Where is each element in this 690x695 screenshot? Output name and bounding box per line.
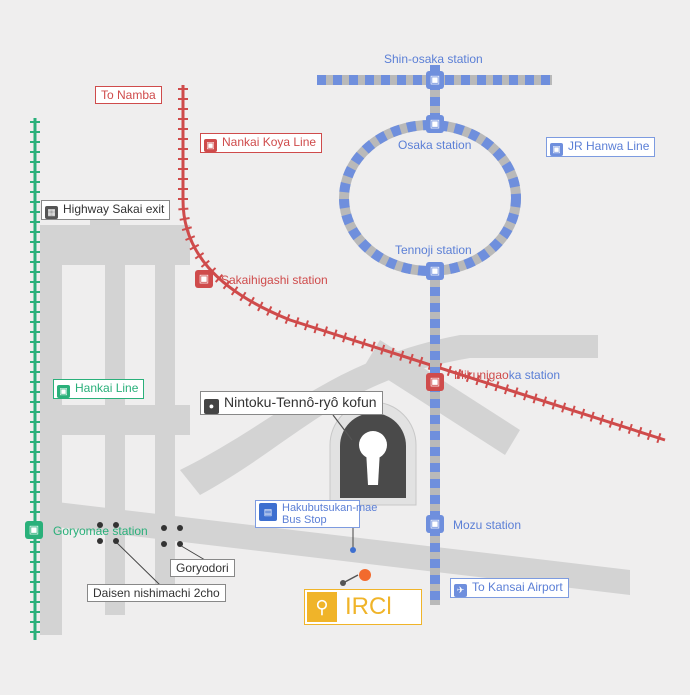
to-kansai-airport-text: To Kansai Airport <box>472 580 563 594</box>
train-icon: ▣ <box>426 262 444 280</box>
mikunigaoka-station-label: Mikunigaoka station <box>454 367 560 383</box>
nankai-koya-line-text: Nankai Koya Line <box>222 135 317 149</box>
goryomae-station-label: Goryomae station <box>53 524 148 538</box>
train-icon: ▣ <box>426 115 444 133</box>
bus-stop-marker <box>350 547 356 553</box>
road <box>365 340 520 455</box>
highway-sakai-exit-label: ▦ Highway Sakai exit <box>41 200 171 220</box>
tennoji-station-label: Tennoji station <box>395 243 472 257</box>
goryodori-label: Goryodori <box>170 559 235 577</box>
kofun-label: ● Nintoku-Tennô-ryô kofun <box>200 391 383 415</box>
train-icon: ▣ <box>204 139 217 152</box>
kofun-mound <box>329 401 417 506</box>
train-icon: ▣ <box>550 143 563 156</box>
hankai-line-label: ▣ Hankai Line <box>53 379 145 399</box>
train-icon: ▣ <box>426 515 444 533</box>
jr-hanwa-line-text: JR Hanwa Line <box>568 139 650 153</box>
road-goryodori <box>40 500 630 595</box>
hankai-line <box>30 118 40 640</box>
mozu-station-label: Mozu station <box>453 518 522 532</box>
mikunigaoka-label-part2: ka station <box>508 368 561 382</box>
bus-icon: ▤ <box>259 503 277 521</box>
daisen-nishimachi-label: Daisen nishimachi 2cho <box>87 584 226 602</box>
train-icon: ▣ <box>426 373 444 391</box>
train-icon: ▣ <box>195 270 213 288</box>
osaka-station-label: Osaka station <box>398 138 472 152</box>
tram-icon: ▣ <box>57 385 70 398</box>
ircl-destination-box: ⚲ IRCl <box>304 589 422 625</box>
nankai-koya-line-label: ▣ Nankai Koya Line <box>200 133 323 153</box>
hankai-line-text: Hankai Line <box>75 381 139 395</box>
kofun-text: Nintoku-Tennô-ryô kofun <box>224 394 377 410</box>
bus-stop-line2: Bus Stop <box>282 514 327 526</box>
goryodori-intersection-dots <box>97 522 183 547</box>
to-kansai-airport-label: ✈ To Kansai Airport <box>450 578 569 598</box>
bus-stop-line1: Hakubutsukan-mae <box>282 502 378 514</box>
keyhole-icon: ● <box>204 399 219 414</box>
sakaihigashi-station-label: Sakaihigashi station <box>221 273 328 287</box>
train-icon: ▣ <box>426 71 444 89</box>
road-network <box>40 210 630 635</box>
shin-osaka-station-label: Shin-osaka station <box>384 52 483 66</box>
mikunigaoka-label-part1: Mikunigao <box>454 368 509 382</box>
ircl-label: IRCl <box>345 593 392 620</box>
jr-hanwa-line-label: ▣ JR Hanwa Line <box>546 137 656 157</box>
ircl-pin-connector <box>340 569 371 586</box>
to-namba-label: To Namba <box>95 86 162 104</box>
highway-sakai-exit-text: Highway Sakai exit <box>63 202 165 216</box>
leader-lines <box>113 525 354 586</box>
highway-icon: ▦ <box>45 206 58 219</box>
tram-icon: ▣ <box>25 521 43 539</box>
location-pin-icon: ⚲ <box>307 592 337 622</box>
bus-stop-label: ▤ Hakubutsukan-mae Bus Stop <box>255 500 378 528</box>
airplane-icon: ✈ <box>454 584 467 597</box>
road <box>40 405 190 435</box>
